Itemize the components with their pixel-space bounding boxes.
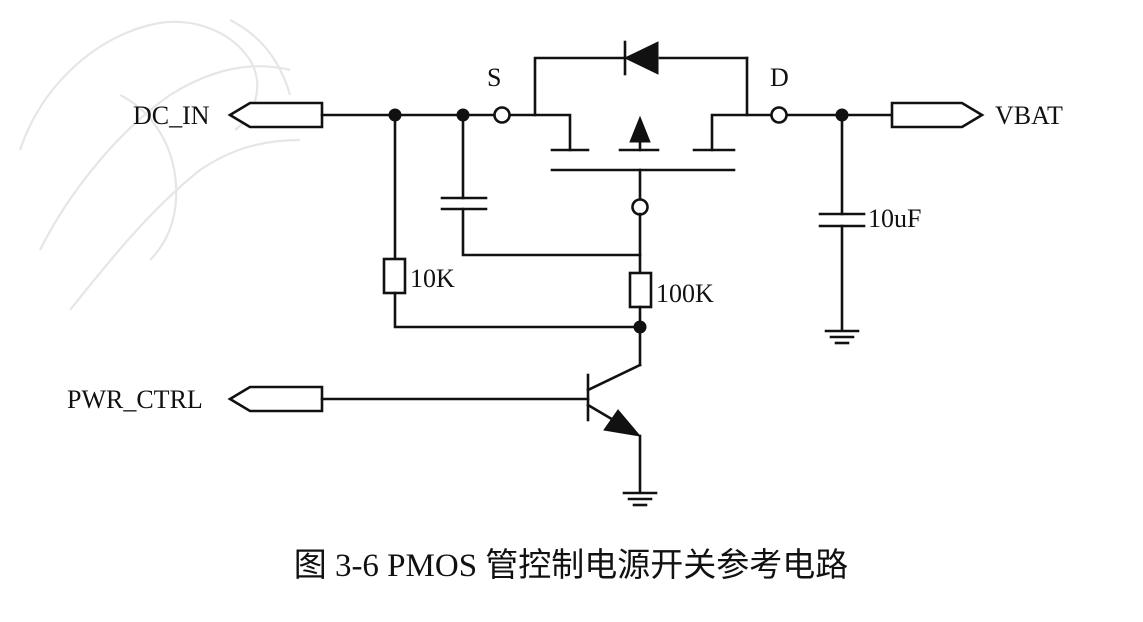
pmos-arrow [629,115,651,143]
dc-in-port [227,101,324,129]
resistor-100k [628,271,653,309]
ground-symbol-emitter [622,491,658,507]
diode-triangle [623,41,659,75]
npn-transistor [586,325,642,494]
resistor-10k-branch [382,113,642,329]
body-diode [508,40,773,117]
pwr-ctrl-port [227,385,590,413]
watermark [18,19,301,311]
vbat-port [890,101,985,129]
output-capacitor-label: 10uF [868,204,921,233]
pmos-transistor [533,113,749,203]
drain-pin [770,106,788,124]
ground-symbol-output [824,329,860,345]
output-capacitor [818,113,866,332]
vbat-label: VBAT [995,101,1063,130]
source-pin [493,106,511,124]
npn-emitter-arrow [603,409,642,437]
resistor-10k [382,257,407,295]
dc-in-label: DC_IN [133,101,210,130]
drain-pin-label: D [770,63,789,92]
gate-source-capacitor [440,113,642,257]
pwr-ctrl-label: PWR_CTRL [67,385,203,414]
figure-caption: 图 3-6 PMOS 管控制电源开关参考电路 [294,547,849,584]
resistor-100k-label: 100K [656,279,714,308]
source-pin-label: S [487,63,501,92]
resistor-10k-label: 10K [410,264,455,293]
gate-pin [631,198,649,216]
